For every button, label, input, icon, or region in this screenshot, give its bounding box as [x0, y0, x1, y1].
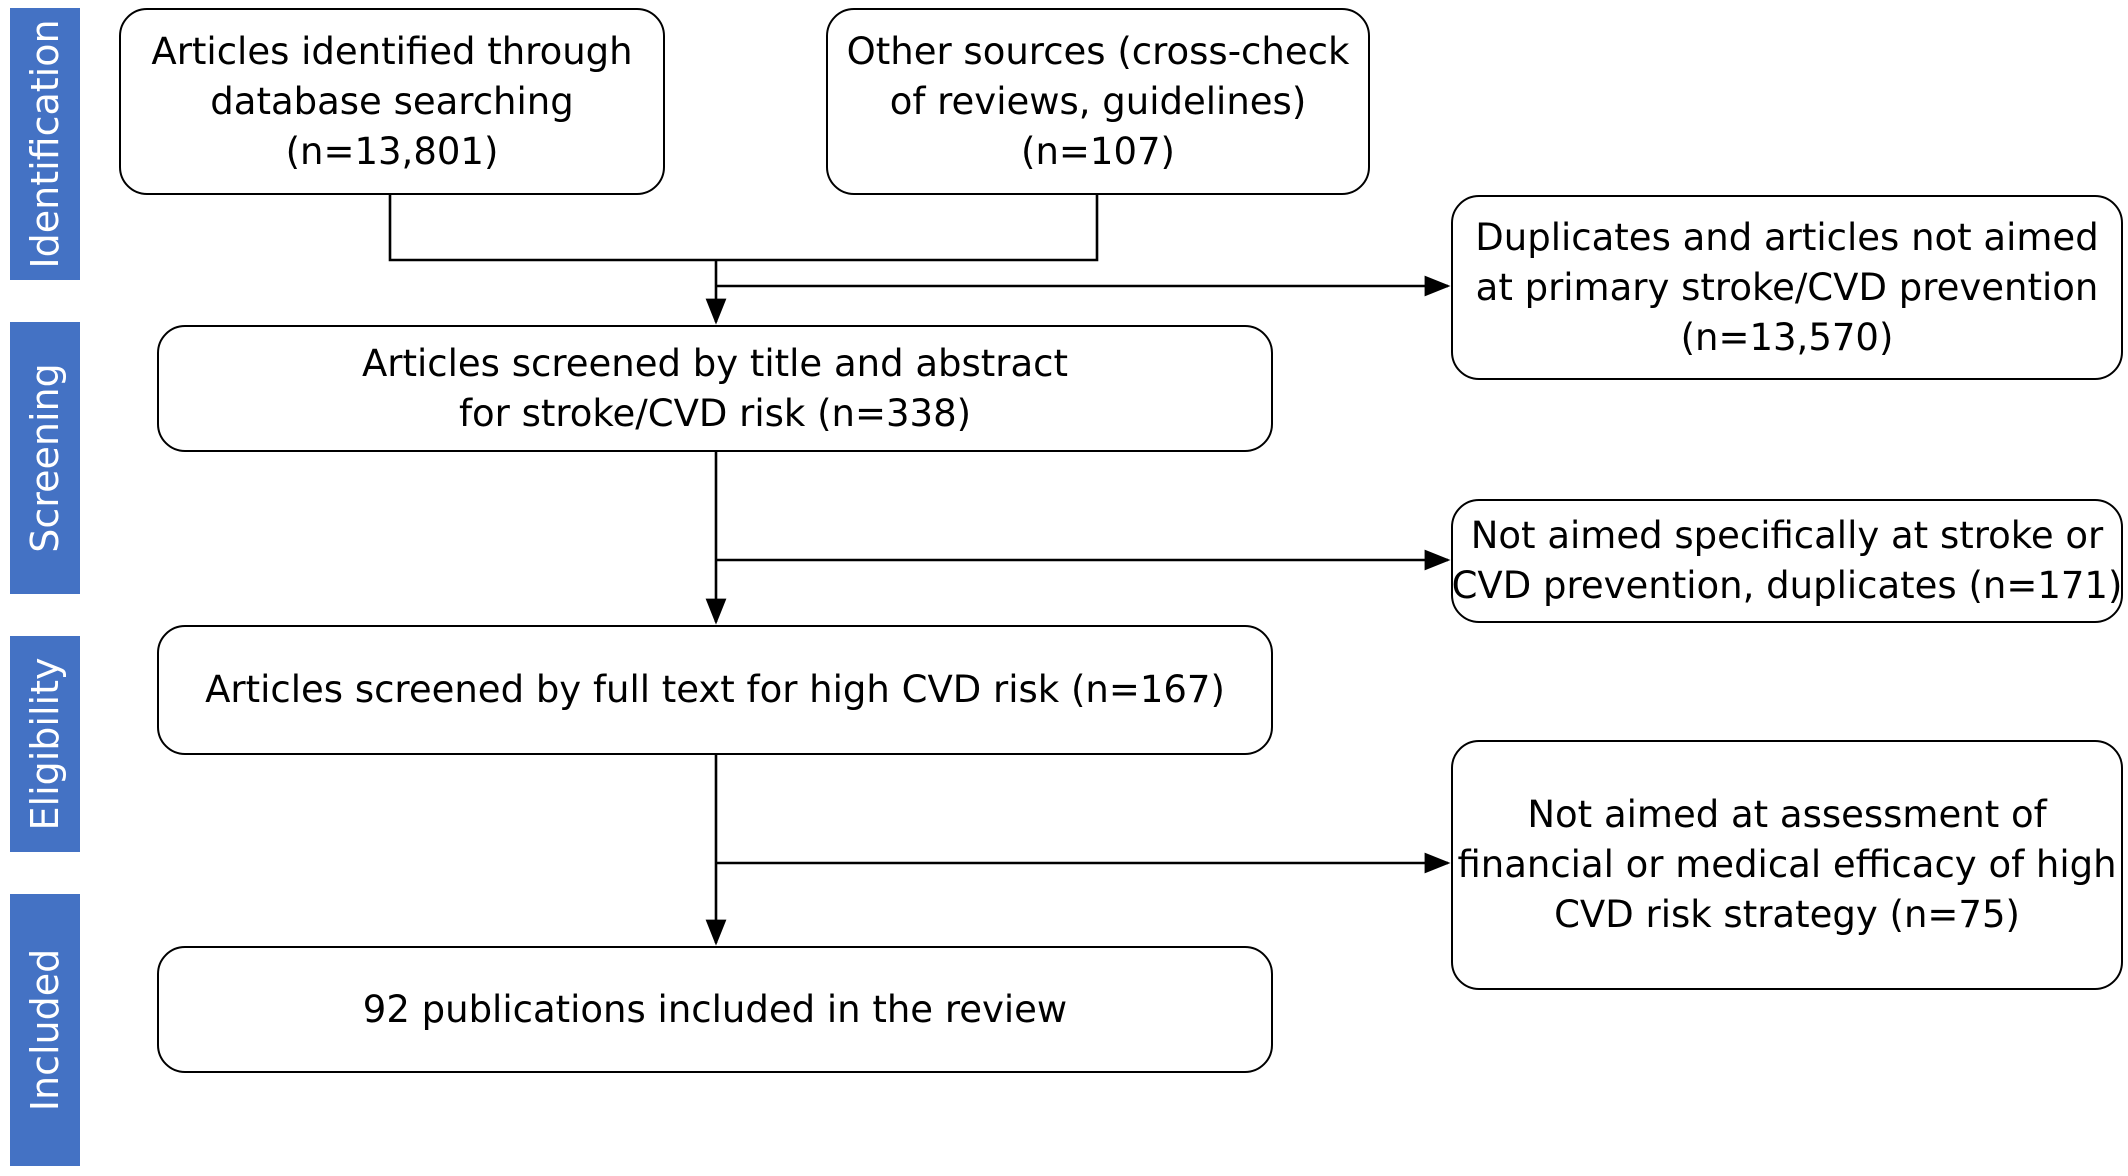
box-line: CVD prevention, duplicates (n=171) [1451, 564, 2123, 607]
box-line: for stroke/CVD risk (n=338) [458, 391, 972, 435]
box-line: Other sources (cross-check [846, 29, 1350, 73]
box-line: Not aimed specifically at stroke or [1470, 514, 2104, 557]
box-excluded-not-efficacy: Not aimed at assessment of financial or … [1451, 740, 2123, 990]
box-database-search: Articles identified through database sea… [119, 8, 665, 195]
box-line: at primary stroke/CVD prevention [1475, 265, 2099, 309]
box-line: CVD risk strategy (n=75) [1554, 893, 2020, 936]
box-line: Articles identified through [151, 29, 633, 73]
merge-connector [388, 195, 1099, 262]
box-screened-fulltext: Articles screened by full text for high … [157, 625, 1273, 755]
box-other-sources: Other sources (cross-check of reviews, g… [826, 8, 1370, 195]
box-line: (n=13,570) [1680, 315, 1894, 359]
stage-included: Included [10, 894, 80, 1166]
box-line: Articles screened by title and abstract [361, 341, 1069, 385]
box-line: of reviews, guidelines) [889, 79, 1307, 123]
box-line: Articles screened by full text for high … [205, 668, 1225, 711]
box-line: Not aimed at assessment of [1527, 793, 2047, 836]
box-line: financial or medical efficacy of high [1457, 843, 2117, 886]
stage-eligibility: Eligibility [10, 636, 80, 852]
box-line: 92 publications included in the review [362, 987, 1068, 1031]
box-line: (n=107) [1021, 129, 1175, 173]
box-included: 92 publications included in the review [157, 946, 1273, 1073]
stage-identification: Identification [10, 8, 80, 280]
stage-screening: Screening [10, 322, 80, 594]
box-line: Duplicates and articles not aimed [1475, 215, 2099, 259]
box-excluded-not-specific: Not aimed specifically at stroke or CVD … [1451, 499, 2123, 623]
box-line: (n=13,801) [285, 129, 499, 173]
box-excluded-duplicates: Duplicates and articles not aimed at pri… [1451, 195, 2123, 380]
box-line: database searching [210, 79, 574, 123]
box-screened-title: Articles screened by title and abstract … [157, 325, 1273, 452]
